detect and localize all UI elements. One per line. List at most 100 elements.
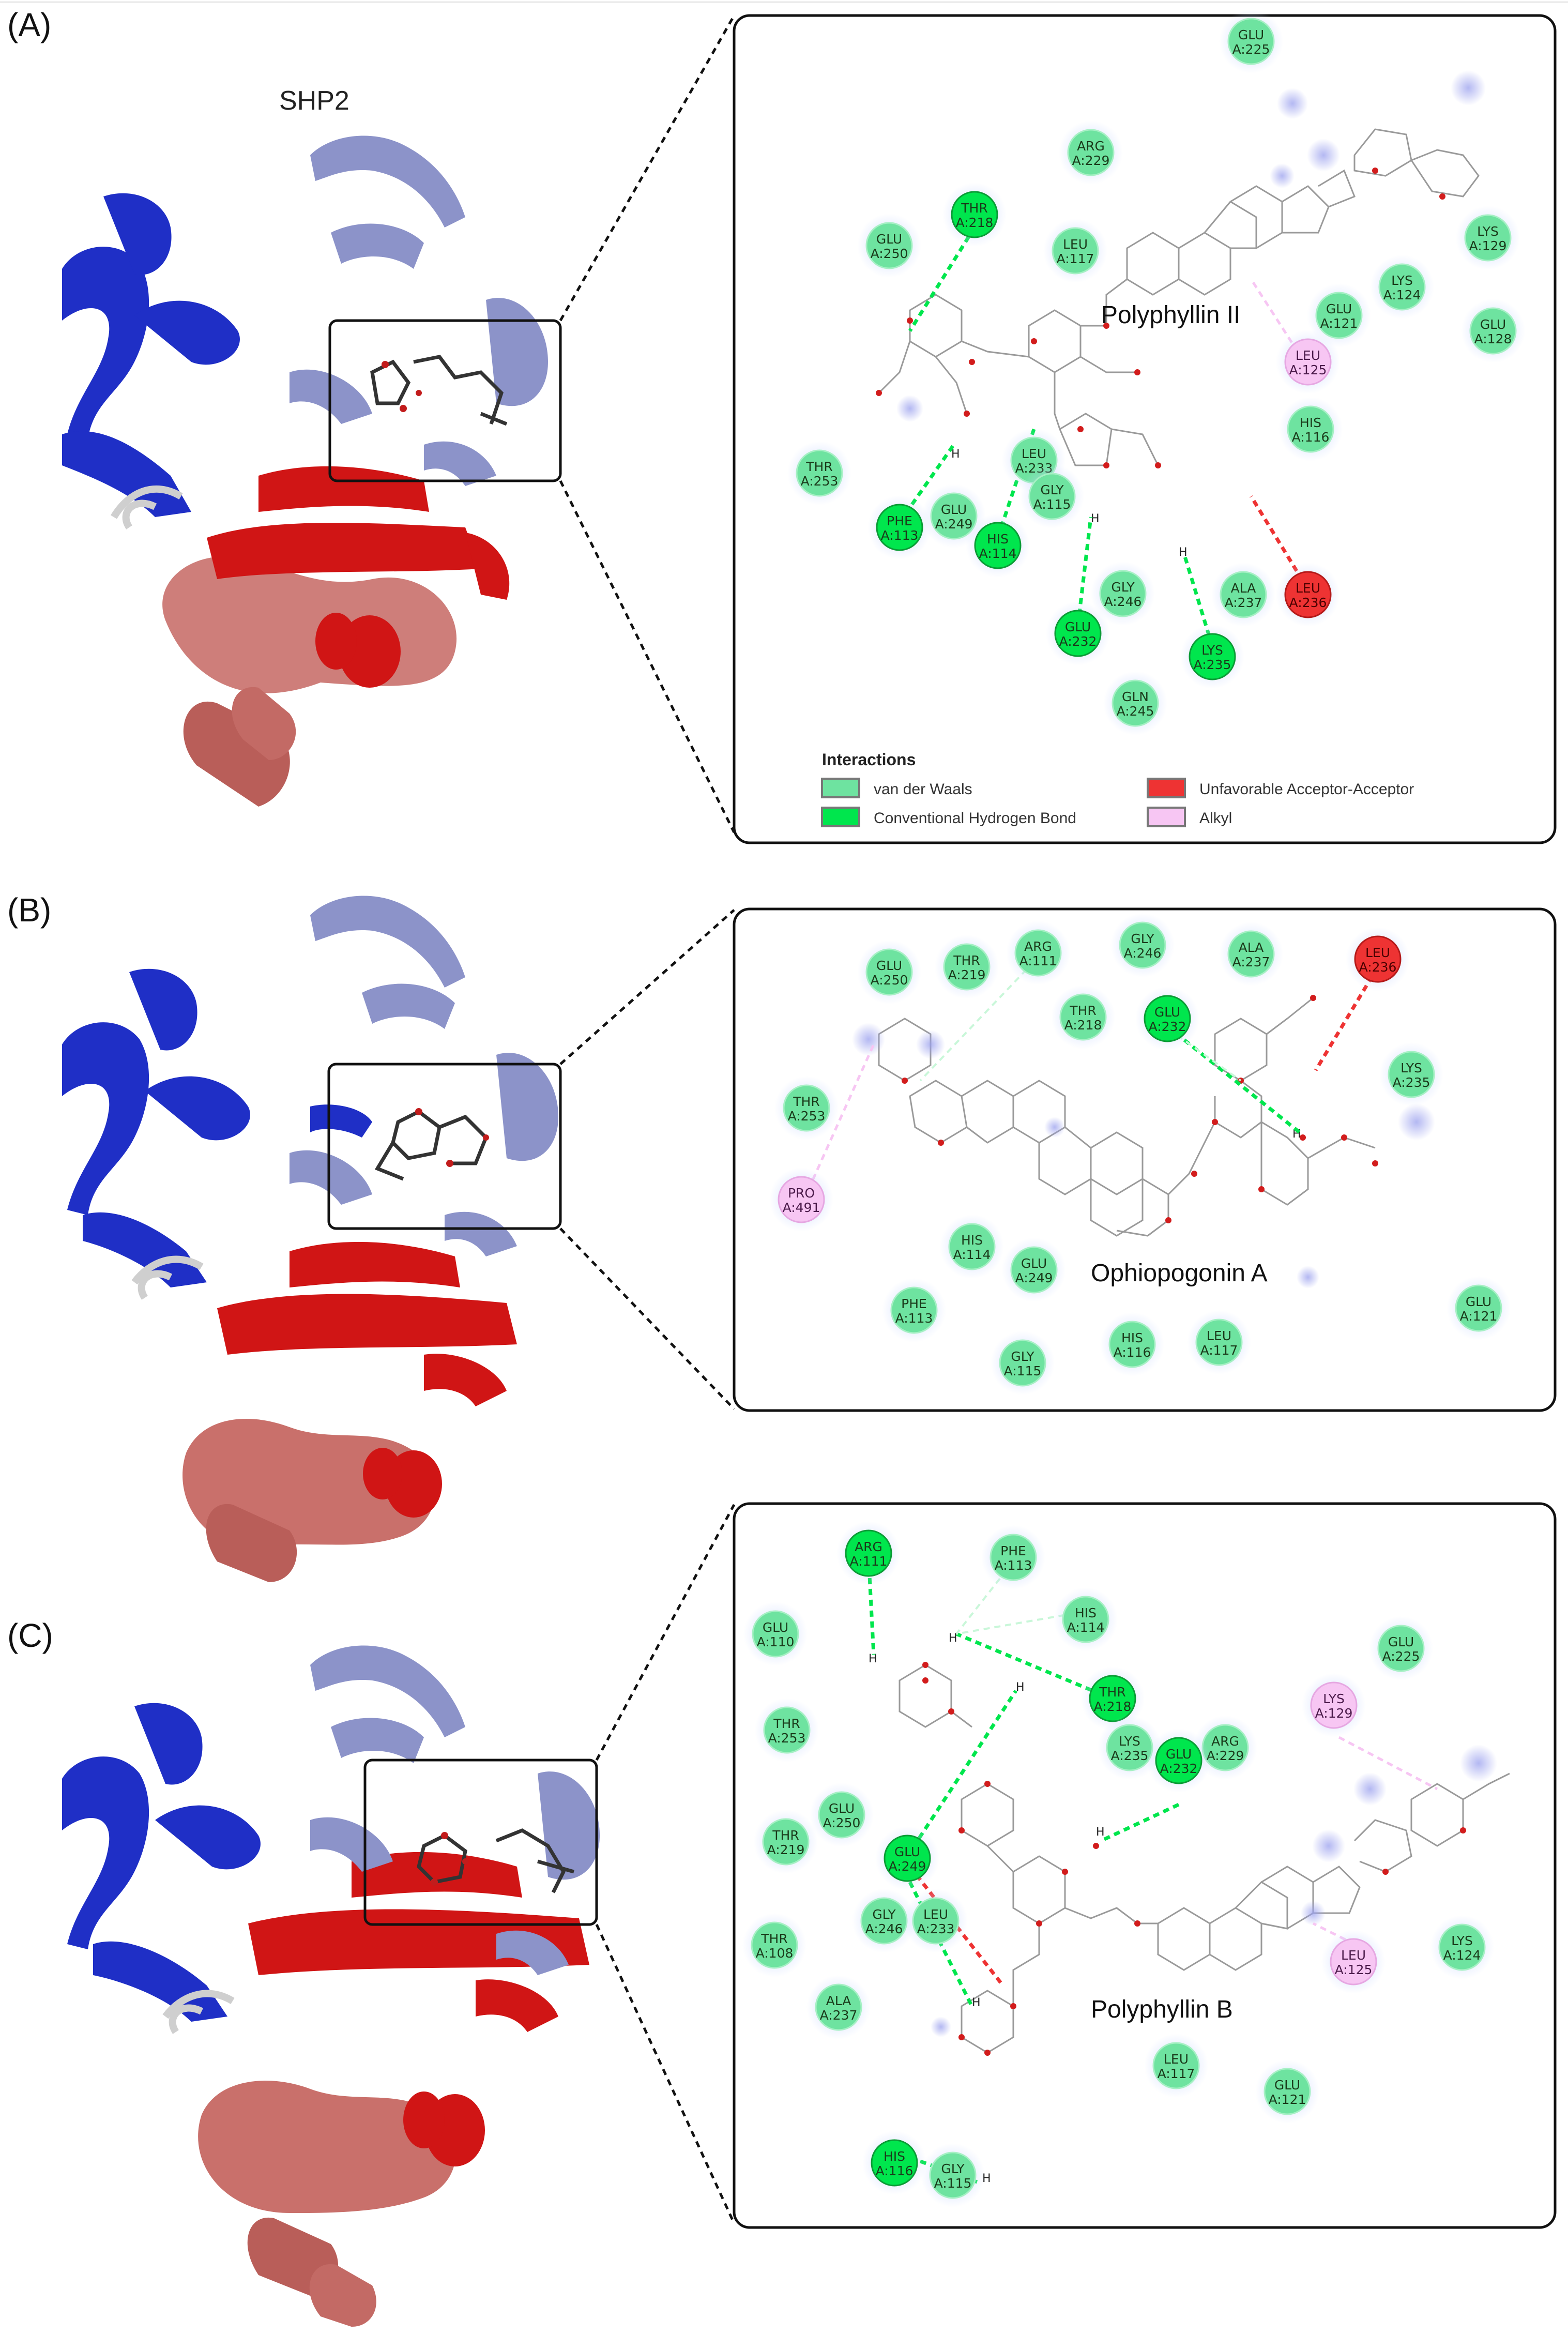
residue-name: THR (772, 1828, 799, 1843)
residue-name: THR (773, 1716, 800, 1731)
residue-disc (929, 2151, 977, 2199)
atom-labels: H H H H H H (869, 1632, 1105, 2185)
residue-number: A:237 (820, 2008, 858, 2023)
residue-name: ALA (1231, 581, 1256, 596)
residue-disc (1287, 405, 1334, 453)
ligand-halos (931, 1745, 1497, 2037)
residue-number: A:128 (1474, 331, 1512, 346)
interaction-diagram (733, 1502, 1557, 2229)
residue-name: GLU (876, 232, 902, 247)
residue-number: A:232 (1059, 634, 1097, 649)
residue-name: GLU (941, 502, 967, 517)
residue-name: GLY (1040, 482, 1064, 497)
residue-name: LYS (1323, 1691, 1345, 1706)
residue-number: A:250 (871, 973, 908, 988)
ligand-skeleton (878, 997, 1376, 1237)
residue-disc (1377, 1625, 1425, 1672)
svg-text:H: H (972, 1996, 981, 2009)
legend-swatch-unfavorable (1147, 778, 1186, 798)
residue-name: GLY (1131, 931, 1154, 946)
residue-disc (1189, 633, 1236, 680)
residue-disc (930, 492, 978, 540)
residue-number: A:115 (934, 2176, 972, 2191)
residue-name: GLU (1480, 317, 1506, 332)
residue-number: A:108 (756, 1946, 794, 1961)
residue-disc (943, 943, 991, 991)
residue-number: A:125 (1335, 1962, 1373, 1977)
legend-swatch-alkyl (1147, 807, 1186, 827)
ligand-halos (852, 1023, 1435, 1289)
residue-name: HIS (961, 1233, 983, 1248)
residue-number: A:249 (935, 517, 973, 532)
residue-disc (1152, 2042, 1200, 2089)
residue-group: GLUA:225ARGA:229THRA:218GLUA:250LEUA:117… (787, 9, 1525, 735)
residue-number: A:237 (1225, 595, 1262, 610)
panel-letter: (A) (7, 6, 51, 43)
atom-labels: H H H (951, 448, 1188, 559)
residue-name: GLU (1274, 2078, 1300, 2093)
residue-name: GLU (1238, 27, 1264, 42)
residue-name: LEU (1022, 446, 1046, 461)
residue-number: A:229 (1072, 153, 1110, 168)
residue-name: LEU (1164, 2052, 1189, 2067)
residue-number: A:225 (1382, 1649, 1420, 1664)
svg-text:H: H (1016, 1681, 1025, 1694)
residue-name: GLU (876, 958, 902, 973)
residue-number: A:121 (1460, 1309, 1498, 1324)
residue-disc (762, 1818, 810, 1866)
residue-disc (845, 1529, 892, 1577)
residue-number: A:235 (1194, 657, 1231, 672)
zoom-box (328, 319, 562, 482)
residue-disc (1155, 1737, 1202, 1784)
residue-name: HIS (1300, 415, 1321, 430)
residue-name: HIS (1075, 1605, 1097, 1620)
residue-number: A:110 (757, 1634, 795, 1649)
oxygen-atoms (922, 1662, 1466, 2056)
residue-number: A:219 (767, 1842, 805, 1857)
legend-title: Interactions (822, 750, 916, 769)
oxygen-atoms (876, 168, 1445, 468)
residue-number: A:233 (917, 1921, 955, 1936)
residue-number: A:115 (1004, 1363, 1042, 1378)
residue-disc (1028, 473, 1076, 520)
zoom-connector (559, 909, 735, 1065)
residue-number: A:113 (995, 1558, 1032, 1573)
residue-disc (1455, 1284, 1502, 1332)
legend-label: Alkyl (1199, 810, 1232, 827)
residue-number: A:111 (850, 1554, 888, 1569)
residue-disc (796, 449, 843, 497)
residue-name: ARG (1077, 139, 1105, 154)
residue-disc (1315, 292, 1363, 339)
residue-disc (1310, 1681, 1358, 1729)
residue-name: PHE (887, 513, 912, 528)
residue-disc (884, 1835, 931, 1882)
panel-letter: (B) (7, 891, 51, 929)
residue-number: A:121 (1320, 316, 1358, 331)
legend: Interactions van der Waals Conventional … (821, 750, 1414, 827)
residue-name: LYS (1451, 1933, 1473, 1948)
residue-number: A:236 (1289, 595, 1327, 610)
residue-number: A:111 (1019, 953, 1057, 968)
residue-number: A:237 (1232, 954, 1270, 969)
residue-disc (1227, 18, 1275, 65)
residue-number: A:491 (783, 1200, 820, 1215)
